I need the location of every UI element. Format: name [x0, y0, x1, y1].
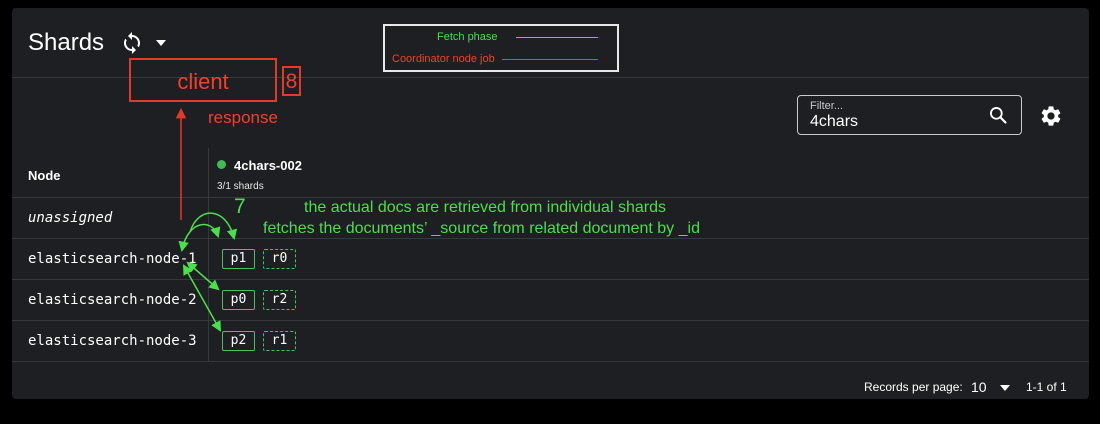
filter-placeholder: Filter...: [810, 100, 844, 112]
legend-fetch-line: [516, 37, 598, 38]
gear-icon[interactable]: [1039, 104, 1063, 128]
fetch-arrow-node-2: [186, 261, 220, 291]
node-name-2[interactable]: elasticsearch-node-2: [28, 292, 197, 308]
column-header-node: Node: [28, 168, 61, 183]
filter-input[interactable]: Filter... 4chars: [797, 95, 1022, 135]
node-name-1[interactable]: elasticsearch-node-1: [28, 251, 197, 267]
client-box: client: [129, 58, 277, 102]
shard-primary[interactable]: p2: [222, 331, 255, 351]
row-divider: [12, 320, 1089, 321]
records-per-page-label: Records per page:: [864, 380, 963, 394]
legend-coordinator-label: Coordinator node job: [392, 53, 495, 65]
fetch-annotation-line-1: the actual docs are retrieved from indiv…: [304, 199, 666, 216]
response-label: response: [208, 108, 278, 127]
legend-coordinator-line: [502, 59, 598, 60]
column-divider: [208, 148, 209, 362]
page-title: Shards: [28, 29, 105, 56]
node-name-unassigned: unassigned: [28, 210, 113, 226]
shard-primary[interactable]: p1: [222, 249, 255, 269]
fetch-arrow-local: [178, 223, 221, 253]
header-divider: [12, 77, 1089, 78]
index-shards-summary: 3/1 shards: [217, 181, 264, 192]
pagination-range: 1-1 of 1: [1026, 380, 1067, 394]
refresh-icon[interactable]: [120, 31, 144, 55]
node-name-3[interactable]: elasticsearch-node-3: [28, 333, 197, 349]
row-divider: [12, 238, 1089, 239]
fetch-loop: [189, 212, 238, 241]
search-icon[interactable]: [988, 105, 1008, 125]
step-8-label: 8: [285, 70, 298, 93]
filter-value[interactable]: 4chars: [810, 113, 859, 130]
shard-primary[interactable]: p0: [222, 290, 255, 310]
step-8-badge: 8: [282, 66, 301, 96]
records-per-page-select[interactable]: 10: [971, 379, 987, 395]
row-divider: [12, 197, 1089, 198]
legend: Fetch phase Coordinator node job: [383, 24, 619, 72]
chevron-down-icon[interactable]: [1000, 385, 1010, 391]
shard-replica[interactable]: r2: [263, 290, 296, 310]
row-divider: [12, 361, 1089, 362]
chevron-down-icon[interactable]: [154, 36, 168, 50]
fetch-annotation-line-2: fetches the documents’ _source from rela…: [263, 220, 700, 237]
index-status-dot: [217, 160, 226, 169]
index-name[interactable]: 4chars-002: [234, 158, 302, 173]
shards-panel: Shards Fetch phase Coordinator node job …: [12, 8, 1089, 399]
shard-replica[interactable]: r0: [263, 249, 296, 269]
step-7-label: 7: [234, 195, 246, 218]
row-divider: [12, 279, 1089, 280]
legend-fetch-label: Fetch phase: [437, 31, 498, 43]
fetch-arrow-node-3: [182, 264, 222, 332]
annotation-arrows: [175, 107, 238, 332]
client-label: client: [177, 69, 229, 94]
shard-replica[interactable]: r1: [263, 331, 296, 351]
